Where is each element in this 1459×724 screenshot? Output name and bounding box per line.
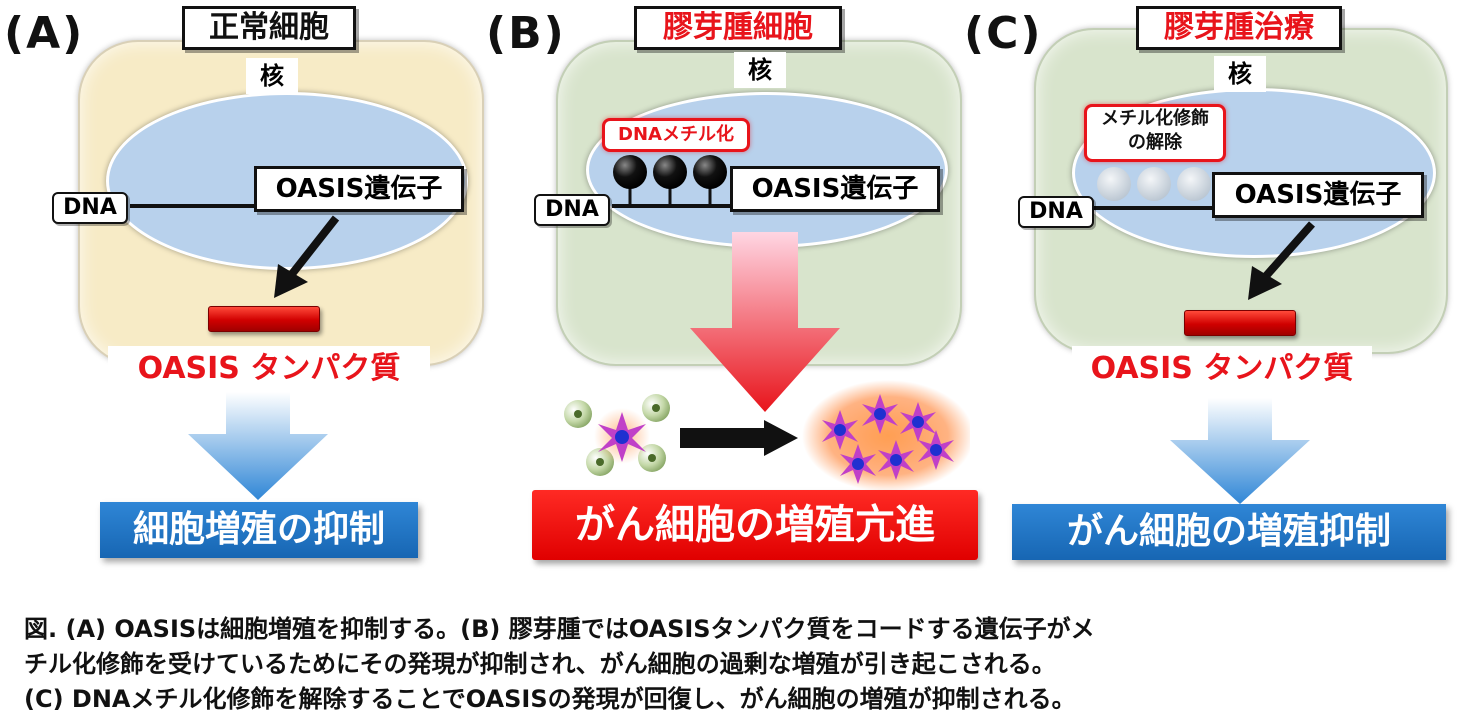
dna-label: DNA: [534, 194, 610, 226]
demethylation-tag-line1: メチル化修飾: [1101, 108, 1209, 129]
panel-a-title: 正常細胞: [182, 6, 356, 50]
dna-strand: [130, 204, 266, 208]
oasis-gene-box: OASIS遺伝子: [1212, 172, 1424, 218]
panel-c-letter: (C): [964, 8, 1043, 59]
demethylation-tag-line2: の解除: [1128, 132, 1182, 153]
dna-label: DNA: [52, 192, 128, 224]
outcome-label: 細胞増殖の抑制: [100, 502, 418, 558]
nucleus-label: 核: [1214, 56, 1266, 92]
methylation-tag: DNAメチル化: [602, 118, 750, 152]
figure-caption-line-2: チル化修飾を受けているためにその発現が抑制され、がん細胞の過剰な増殖が引き起こさ…: [24, 650, 1056, 678]
down-arrow-icon: [690, 232, 840, 412]
dna-strand: [612, 204, 736, 208]
figure-caption-line-3: (C) DNAメチル化修飾を解除することでOASISの発現が回復し、がん細胞の増…: [24, 685, 1076, 713]
oasis-protein-label: OASIS タンパク質: [1072, 346, 1372, 392]
nucleus-label: 核: [734, 52, 786, 88]
panel-b-letter: (B): [486, 8, 566, 59]
oasis-protein-label: OASIS タンパク質: [108, 346, 430, 392]
oasis-gene-box: OASIS遺伝子: [730, 166, 940, 212]
dna-label: DNA: [1018, 196, 1094, 228]
oasis-gene-box: OASIS遺伝子: [254, 166, 464, 212]
outcome-label: がん細胞の増殖亢進: [532, 490, 978, 560]
panel-b-title: 膠芽腫細胞: [634, 6, 842, 50]
progression-arrow-icon: [680, 420, 798, 456]
oasis-protein-bar: [1184, 310, 1296, 336]
outcome-label: がん細胞の増殖抑制: [1012, 504, 1446, 560]
figure-caption-line-1: 図. (A) OASISは細胞増殖を抑制する。(B) 膠芽腫ではOASISタンパ…: [24, 615, 1095, 643]
panel-a-letter: (A): [4, 8, 85, 59]
nucleus-label: 核: [246, 58, 298, 94]
expression-arrow-icon: [274, 215, 340, 298]
dna-strand: [1092, 206, 1222, 210]
demethylation-tag: メチル化修飾 の解除: [1084, 104, 1226, 162]
methyl-group-icon: [613, 155, 727, 206]
tumor-cell-cluster-icon: [802, 380, 970, 490]
down-arrow-icon: [188, 392, 328, 500]
down-arrow-icon: [1170, 398, 1310, 504]
removed-methyl-group-icon: [1097, 167, 1211, 201]
panel-c-title: 膠芽腫治療: [1136, 6, 1342, 50]
oasis-protein-bar: [208, 306, 320, 332]
small-cell-cluster-icon: [564, 394, 670, 476]
expression-arrow-icon: [1248, 221, 1315, 300]
